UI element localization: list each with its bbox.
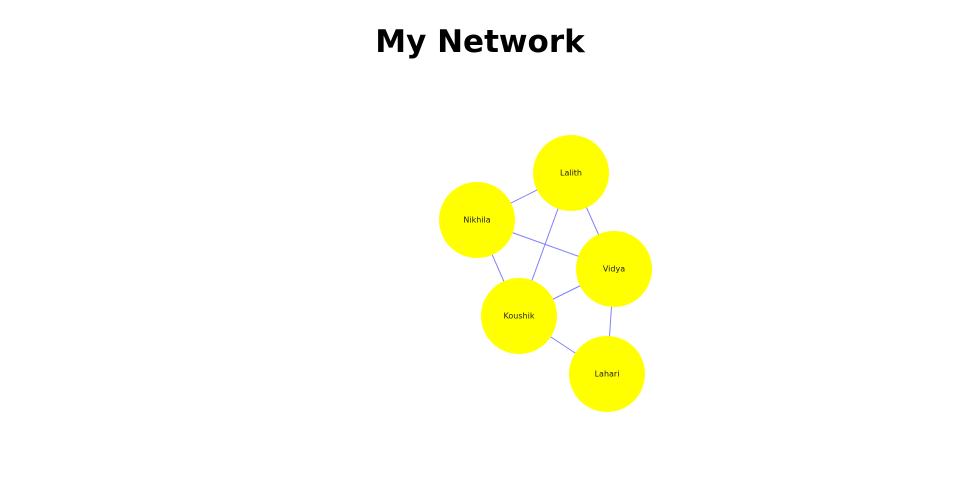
node-circle[interactable]: [481, 278, 557, 354]
node-circle[interactable]: [569, 336, 645, 412]
node-koushik[interactable]: Koushik: [481, 278, 557, 354]
node-circle[interactable]: [439, 182, 515, 258]
node-lalith[interactable]: Lalith: [533, 135, 609, 211]
node-label: Vidya: [603, 265, 625, 274]
node-vidya[interactable]: Vidya: [576, 231, 652, 307]
node-label: Nikhila: [463, 216, 490, 225]
node-label: Lalith: [560, 169, 582, 178]
node-circle[interactable]: [576, 231, 652, 307]
page-title: My Network: [375, 24, 585, 60]
node-nikhila[interactable]: Nikhila: [439, 182, 515, 258]
node-label: Lahari: [595, 370, 620, 379]
node-circle[interactable]: [533, 135, 609, 211]
node-lahari[interactable]: Lahari: [569, 336, 645, 412]
node-label: Koushik: [504, 312, 535, 321]
